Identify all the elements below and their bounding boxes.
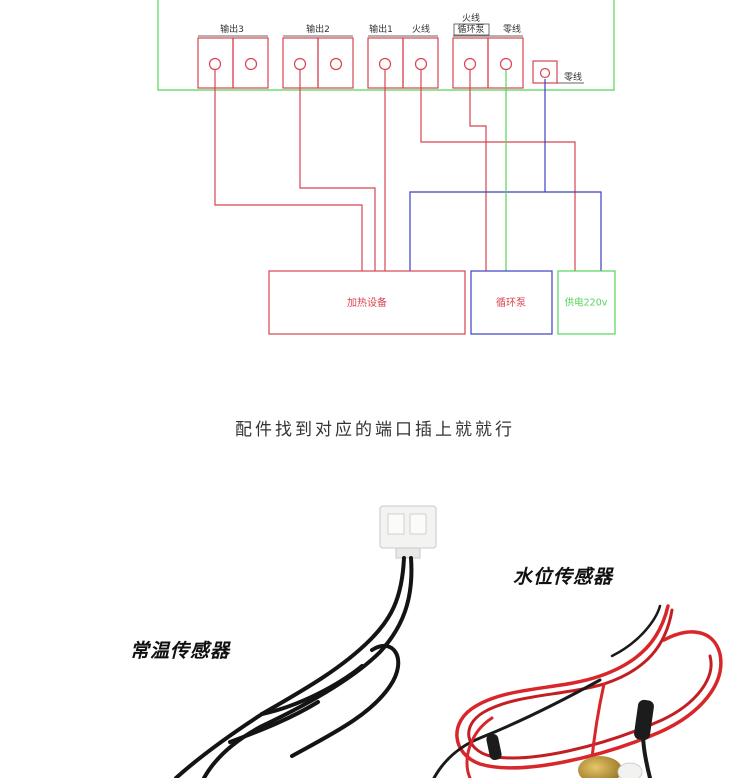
terminal-block-out1: [367, 37, 439, 89]
controller-outline: [157, 0, 615, 91]
sleeve-2: [486, 733, 502, 761]
pump-box: [470, 270, 553, 335]
label-out1: 输出1: [369, 23, 393, 35]
sleeve-1: [634, 699, 654, 741]
terminal-block-out3: [197, 37, 269, 89]
label-live-pump-top: 火线: [462, 12, 480, 24]
label-pump-box: [453, 23, 490, 36]
power-box: [557, 270, 616, 335]
caption-text: 配件找到对应的端口插上就就行: [235, 420, 515, 440]
power-label: 供电220v: [565, 297, 608, 309]
sensor-photo: 水位传感器 常温传感器: [0, 470, 750, 782]
water-level-sensor-label: 水位传感器: [513, 566, 614, 588]
label-out3: 输出3: [220, 23, 244, 35]
black-cable: [174, 556, 414, 780]
connector-plug: [379, 505, 437, 559]
red-black-cable: [432, 604, 723, 780]
label-neutral: 零线: [503, 23, 521, 35]
white-fitting: [617, 762, 643, 782]
room-temp-sensor-label: 常温传感器: [130, 640, 231, 662]
wiring-diagram: 输出3 输出2 输出1 火线 火线 循环泵 零线 零线: [157, 0, 616, 335]
sensor-cables-image: [174, 505, 723, 782]
brass-fitting: [578, 756, 622, 782]
pump-label: 循环泵: [496, 296, 526, 309]
heater-box: [268, 270, 466, 335]
red-wires: [214, 70, 576, 271]
heater-label: 加热设备: [347, 296, 387, 309]
label-out2: 输出2: [306, 23, 330, 35]
label-live-pump-bottom: 循环泵: [457, 23, 484, 35]
label-neutral-small: 零线: [564, 71, 582, 83]
terminal-block-out2: [282, 37, 354, 89]
label-live: 火线: [412, 23, 430, 35]
terminal-block-live-neutral: [452, 37, 524, 89]
